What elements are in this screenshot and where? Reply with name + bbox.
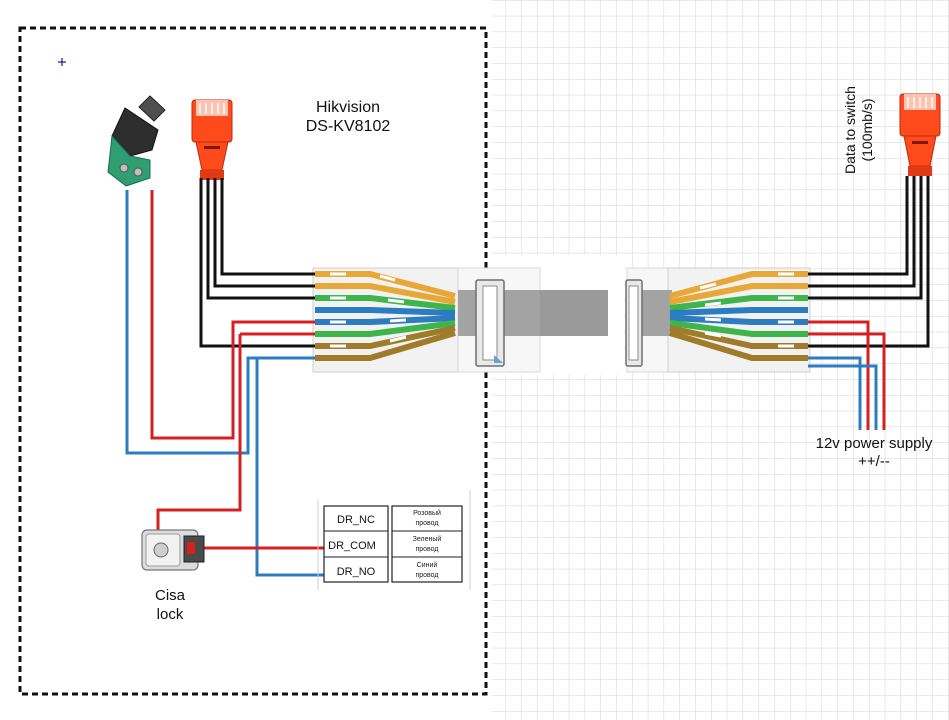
terminal-id-nc: DR_NC bbox=[337, 514, 375, 526]
right-wires bbox=[808, 176, 930, 430]
terminal-id-com: DR_COM bbox=[328, 540, 376, 552]
terminal-row: DR_NC Розовый провод bbox=[337, 509, 441, 527]
device-brand: Hikvision bbox=[315, 99, 380, 116]
power-label-line2: ++/-- bbox=[858, 453, 890, 470]
terminal-note-nc-2: провод bbox=[415, 520, 438, 527]
uplink-label-line2: (100mb/s) bbox=[859, 98, 875, 161]
device-model: DS-KV8102 bbox=[305, 118, 391, 135]
right-rj45-plug-icon bbox=[899, 93, 941, 176]
right-clip bbox=[625, 279, 643, 367]
lock-label-line1: Cisa bbox=[154, 587, 185, 604]
terminal-row: DR_NO Синий провод bbox=[337, 561, 439, 579]
dc-jack-icon bbox=[107, 95, 166, 187]
terminal-id-no: DR_NO bbox=[337, 566, 376, 578]
device-label: Hikvision DS-KV8102 bbox=[298, 98, 398, 136]
right-conductors bbox=[669, 271, 808, 361]
uplink-label: Data to switch (100mb/s) bbox=[842, 86, 875, 174]
terminal-note-no-1: Синий bbox=[417, 561, 438, 569]
terminal-note-nc-1: Розовый bbox=[413, 509, 441, 517]
cisa-lock-icon bbox=[141, 529, 205, 571]
cross-mark bbox=[58, 58, 66, 66]
power-label-line1: 12v power supply bbox=[815, 435, 933, 452]
terminal-note-com-1: Зеленый bbox=[413, 535, 442, 543]
device-boundary bbox=[18, 26, 488, 696]
terminal-row: DR_COM Зеленый провод bbox=[328, 535, 441, 553]
lock-label-line2: lock bbox=[156, 606, 184, 623]
lock-label: Cisa lock bbox=[138, 586, 202, 624]
uplink-label-line1: Data to switch bbox=[842, 86, 858, 174]
left-clip bbox=[475, 279, 505, 367]
terminal-note-no-2: провод bbox=[415, 572, 438, 579]
terminal-table: DR_NC Розовый провод DR_COM Зеленый пров… bbox=[317, 490, 471, 590]
left-wires bbox=[125, 178, 324, 577]
left-rj45-plug-icon bbox=[191, 99, 233, 180]
left-cable-jacket bbox=[540, 290, 608, 336]
terminal-note-com-2: провод bbox=[415, 546, 438, 553]
left-conductors bbox=[315, 271, 456, 361]
power-label: 12v power supply ++/-- bbox=[802, 435, 946, 471]
